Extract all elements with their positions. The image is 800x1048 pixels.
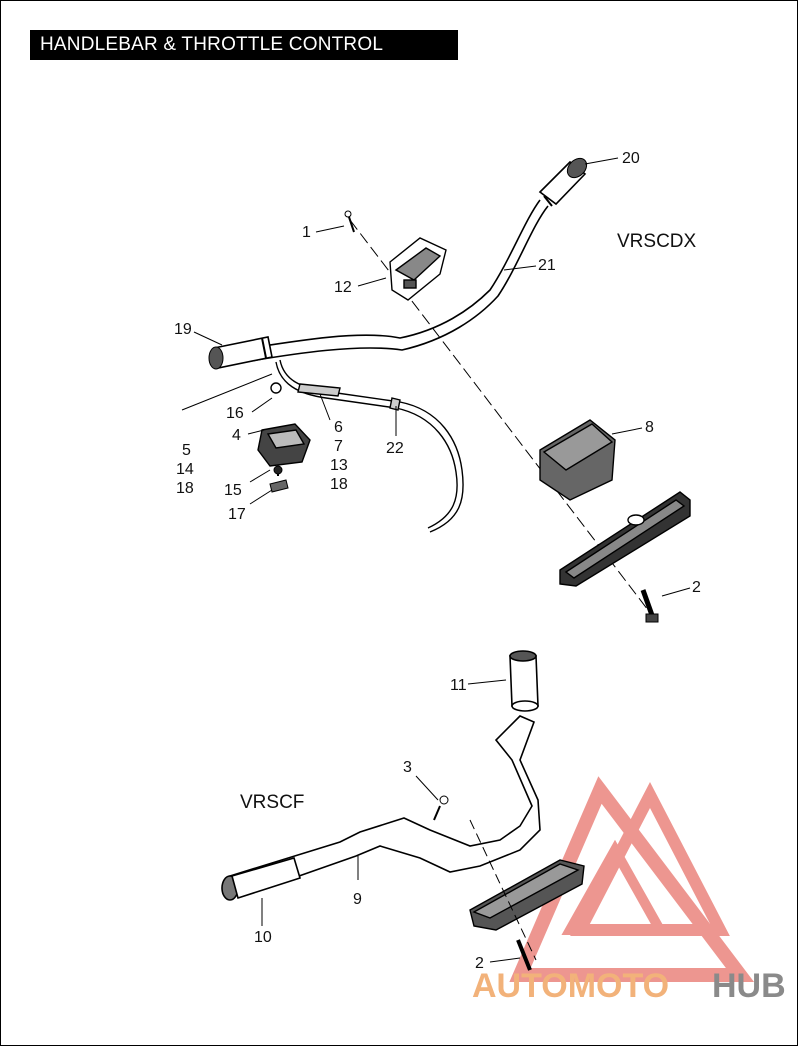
- callout-18: 18: [330, 476, 348, 493]
- callout-19: 19: [174, 321, 192, 338]
- callout-11: 11: [450, 677, 467, 694]
- vrscf-clamp: [469, 859, 585, 931]
- leader-lines: [181, 157, 691, 963]
- callout-15: 15: [224, 482, 242, 499]
- callout-2: 2: [692, 579, 701, 596]
- vrscf-axis: [469, 819, 537, 961]
- model-label-vrscdx: VRSCDX: [617, 231, 697, 252]
- grip-right: [538, 157, 588, 207]
- callout-8: 8: [645, 419, 654, 436]
- model-label-vrscf: VRSCF: [240, 792, 304, 813]
- watermark-part1: AUTOMOTO: [472, 967, 669, 1005]
- callout-3: 3: [403, 759, 412, 776]
- riser-base: [559, 491, 691, 587]
- grip-left: [208, 336, 273, 370]
- callout-9: 9: [353, 891, 362, 908]
- callout-1: 1: [302, 224, 311, 241]
- vrscf-bolt: [516, 939, 532, 971]
- housing-screw: [269, 465, 289, 493]
- callout-18: 18: [176, 480, 194, 497]
- callout-22: 22: [386, 440, 404, 457]
- throttle-housing: [257, 382, 311, 467]
- callout-20: 20: [622, 150, 640, 167]
- callout-12: 12: [334, 279, 352, 296]
- clamp-bolt: [344, 210, 355, 233]
- watermark-part2: HUB: [712, 967, 786, 1005]
- callout-6: 6: [334, 419, 343, 436]
- vrscf-screw: [433, 795, 449, 821]
- callout-10: 10: [254, 929, 272, 946]
- grip-vrscf: [509, 650, 539, 712]
- upper-clamp: [389, 237, 447, 301]
- callout-2: 2: [475, 955, 484, 972]
- vrscdx-handlebar: [224, 199, 549, 366]
- riser-bolt: [640, 589, 659, 623]
- riser-cover: [539, 419, 616, 501]
- callouts: 20 1 21 12 19 16 4 5 14 18 6 7 13 18 22 …: [174, 150, 701, 972]
- watermark-text: AUTOMOTO HUB: [472, 967, 786, 1005]
- callout-4: 4: [232, 427, 241, 444]
- callout-13: 13: [330, 457, 348, 474]
- callout-21: 21: [538, 257, 556, 274]
- callout-17: 17: [228, 506, 246, 523]
- callout-7: 7: [334, 438, 343, 455]
- throttle-cables: [275, 359, 464, 533]
- callout-5: 5: [182, 442, 191, 459]
- vrscf-handlebar: [221, 715, 541, 901]
- page-title: HANDLEBAR & THROTTLE CONTROL: [30, 30, 458, 60]
- callout-14: 14: [176, 461, 194, 478]
- callout-16: 16: [226, 405, 244, 422]
